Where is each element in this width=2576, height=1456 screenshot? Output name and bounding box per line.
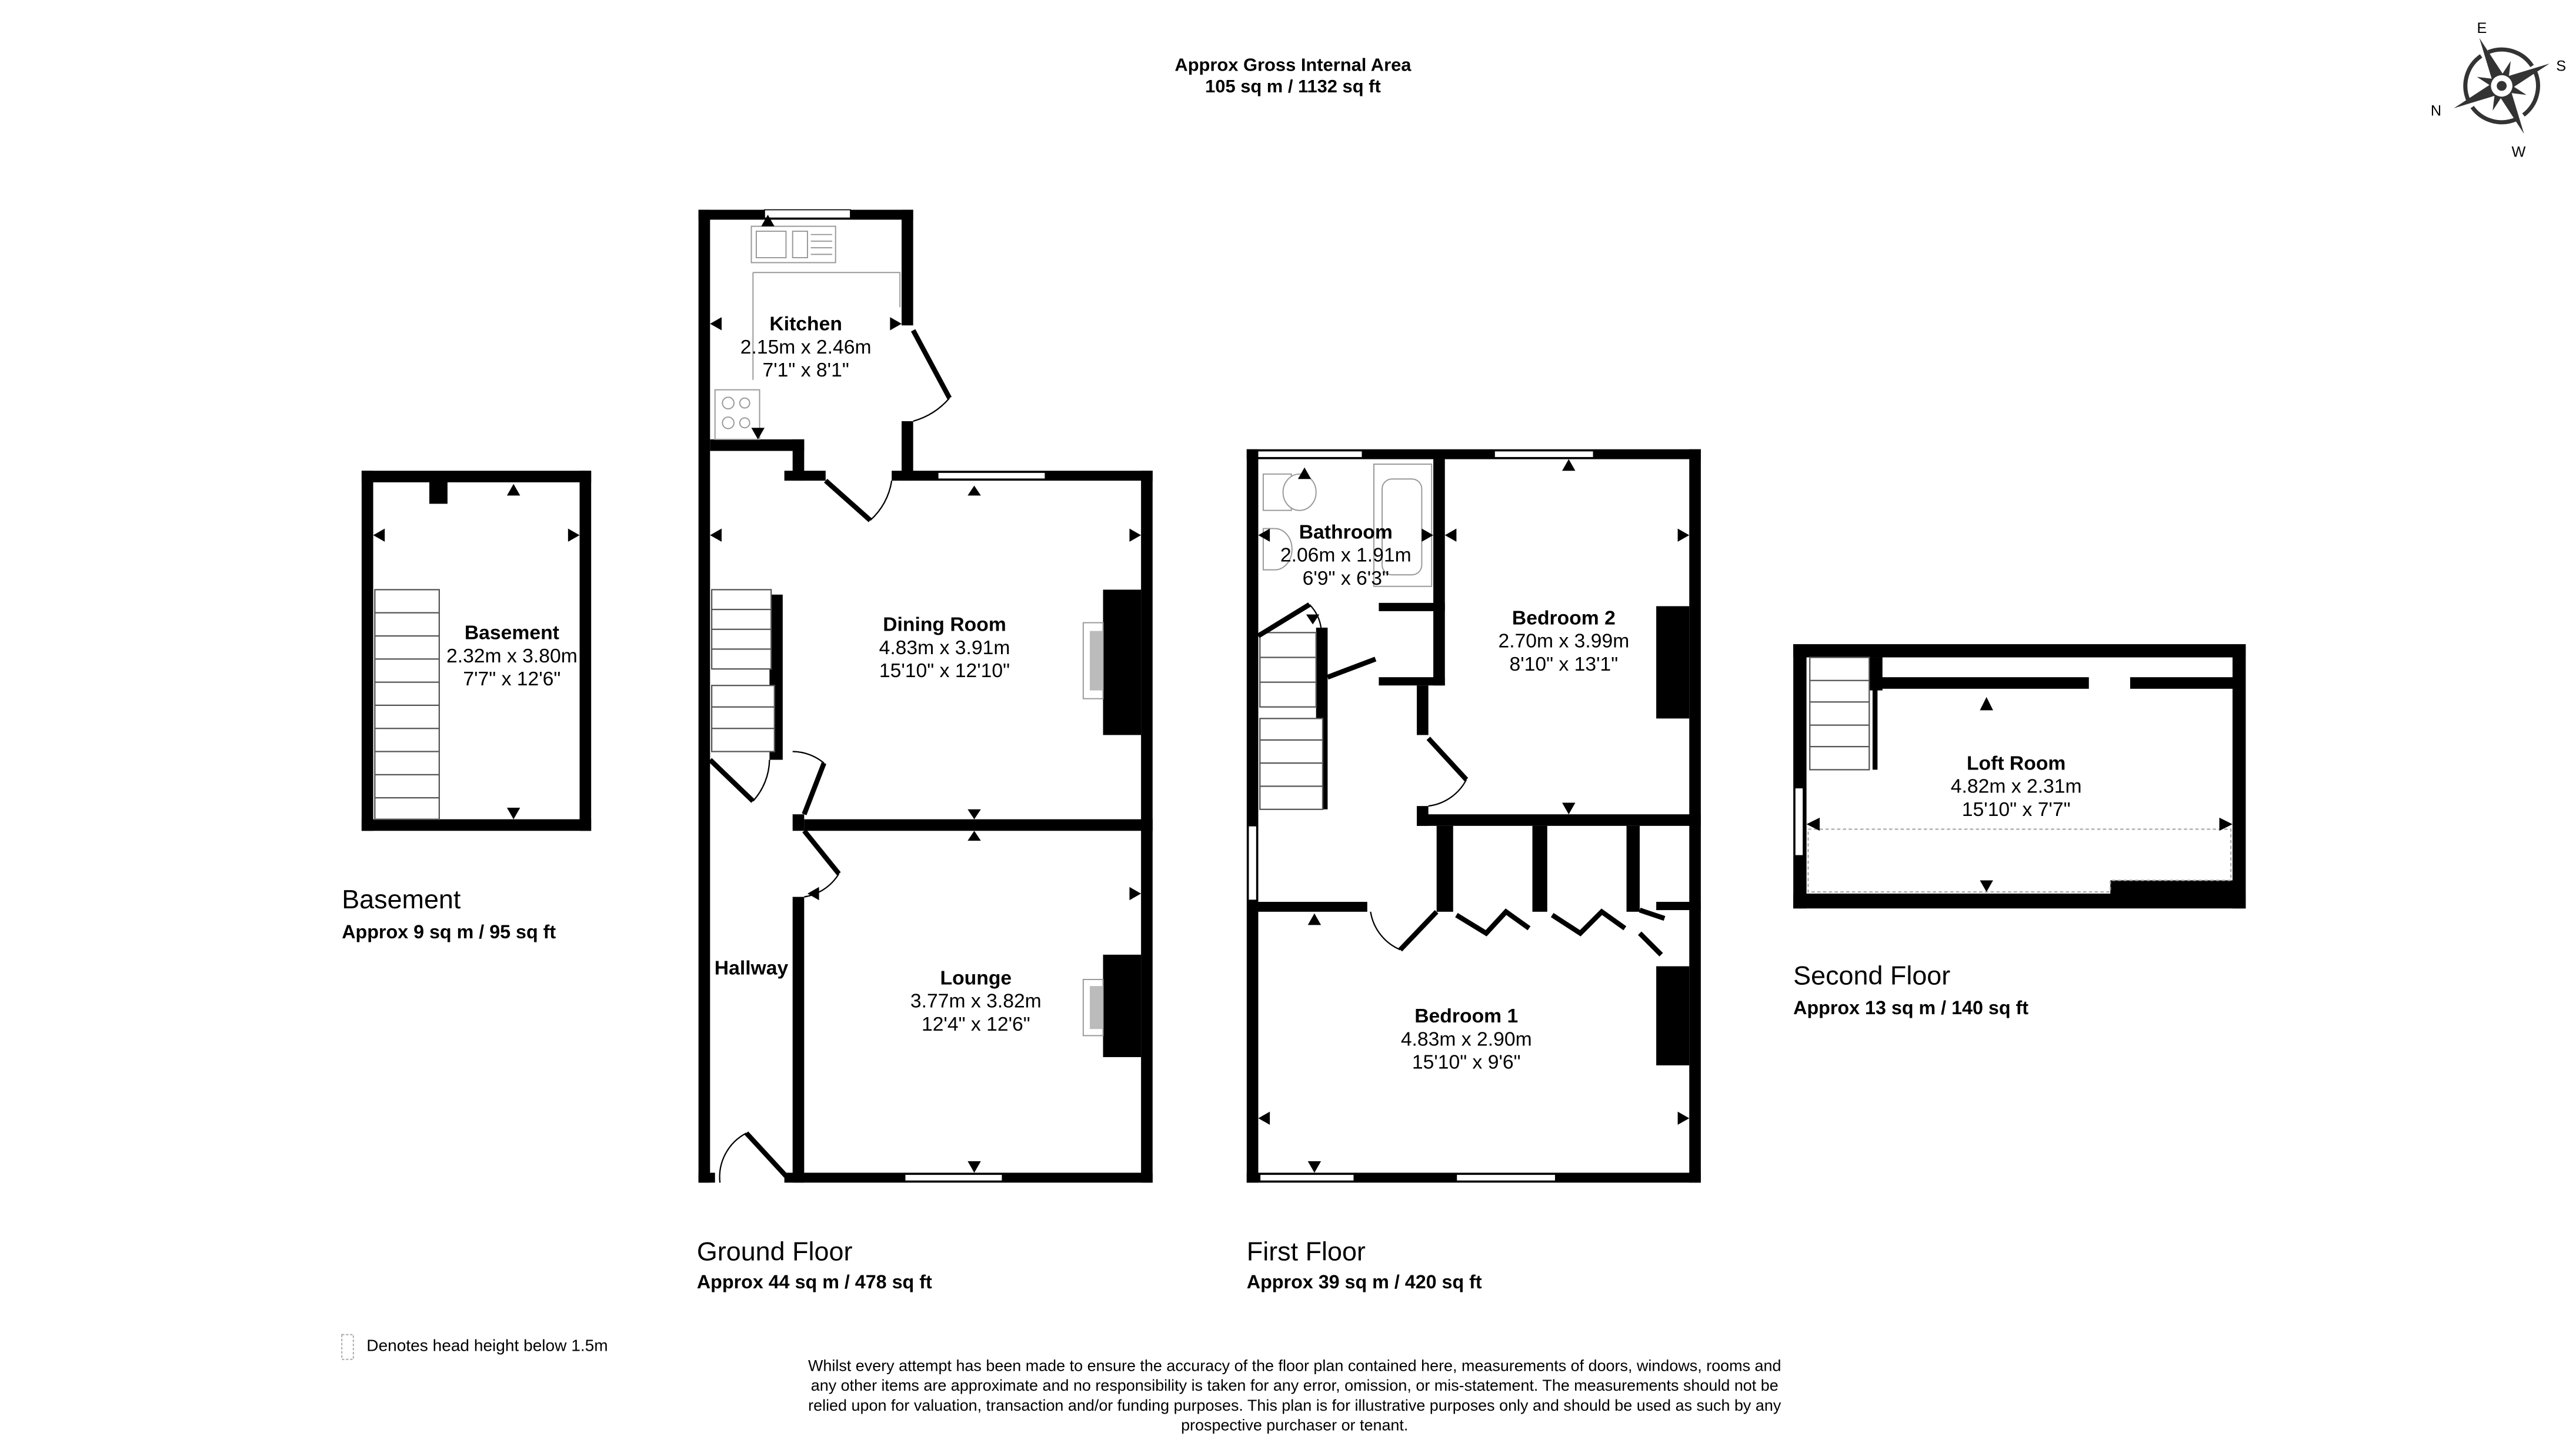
compass-icon [2454, 38, 2550, 134]
low-head-height-area [1807, 828, 2232, 893]
floor-area-first: Approx 39 sq m / 420 sq ft [1247, 1271, 1482, 1292]
floor-label-ground: Ground Floor [697, 1236, 853, 1266]
room-imperial-lounge: 12'4" x 12'6" [922, 1014, 1030, 1035]
room-name-bedroom-1: Bedroom 1 [1414, 1005, 1518, 1027]
room-metric-basement: 2.32m x 3.80m [446, 645, 578, 667]
compass-w: W [2512, 144, 2526, 161]
room-name-loft-room: Loft Room [1967, 752, 2066, 774]
room-name-hallway: Hallway [715, 958, 789, 979]
compass-s: S [2556, 58, 2566, 75]
room-metric-bathroom: 2.06m x 1.91m [1280, 545, 1412, 567]
room-imperial-bedroom-1: 15'10" x 9'6" [1412, 1052, 1521, 1074]
room-name-basement: Basement [465, 622, 559, 644]
room-imperial-bathroom: 6'9" x 6'3" [1303, 568, 1389, 589]
dimension-arrows [1806, 697, 2233, 892]
head-height-legend-text: Denotes head height below 1.5m [366, 1337, 608, 1355]
room-imperial-bedroom-2: 8'10" x 13'1" [1510, 654, 1619, 675]
head-height-legend-swatch [341, 1334, 354, 1360]
gross-area-value: 105 sq m / 1132 sq ft [1205, 76, 1381, 96]
disclaimer-line: any other items are approximate and no r… [811, 1377, 1778, 1394]
compass-n: N [2431, 103, 2441, 119]
stairs [1259, 632, 1324, 810]
gross-area-title: Approx Gross Internal Area [1174, 55, 1412, 75]
room-name-dining-room: Dining Room [883, 614, 1006, 636]
room-metric-bedroom-2: 2.70m x 3.99m [1498, 631, 1629, 652]
room-metric-bedroom-1: 4.83m x 2.90m [1401, 1028, 1532, 1050]
room-imperial-dining-room: 15'10" x 12'10" [879, 660, 1010, 682]
kitchen-fixtures [714, 225, 901, 440]
basement-plan: Basement 2.32m x 3.80m 7'7" x 12'6" [361, 471, 592, 831]
floor-label-basement: Basement [342, 884, 461, 914]
stairs [710, 589, 775, 752]
room-imperial-basement: 7'7" x 12'6" [463, 668, 560, 690]
dimension-arrows [1258, 459, 1690, 1173]
floor-label-first: First Floor [1247, 1236, 1366, 1266]
room-name-bedroom-2: Bedroom 2 [1512, 607, 1616, 629]
bathroom-fixtures [1262, 463, 1433, 587]
second-floor-plan: Loft Room 4.82m x 2.31m 15'10" x 7'7" [1793, 644, 2246, 909]
doors [708, 329, 952, 1183]
room-imperial-loft-room: 15'10" x 7'7" [1962, 799, 2071, 821]
disclaimer-line: Whilst every attempt has been made to en… [808, 1357, 1781, 1374]
floor-area-basement: Approx 9 sq m / 95 sq ft [342, 921, 556, 942]
disclaimer-line: relied upon for valuation, transaction a… [808, 1397, 1781, 1414]
doors [1257, 602, 1666, 957]
stairs [1809, 657, 1870, 771]
floor-area-ground: Approx 44 sq m / 478 sq ft [697, 1271, 932, 1292]
ground-floor-plan: Kitchen 2.15m x 2.46m 7'1" x 8'1" Dining… [698, 209, 1153, 1183]
room-metric-kitchen: 2.15m x 2.46m [740, 336, 872, 358]
floor-area-second: Approx 13 sq m / 140 sq ft [1793, 997, 2028, 1018]
stairs [374, 589, 440, 820]
room-metric-dining-room: 4.83m x 3.91m [879, 637, 1010, 659]
compass-e: E [2477, 20, 2487, 36]
disclaimer-line: prospective purchaser or tenant. [1181, 1416, 1408, 1434]
room-imperial-kitchen: 7'1" x 8'1" [763, 359, 849, 381]
room-metric-lounge: 3.77m x 3.82m [910, 991, 1042, 1012]
room-name-kitchen: Kitchen [769, 314, 842, 335]
room-metric-loft-room: 4.82m x 2.31m [1951, 776, 2082, 798]
dimension-arrows [710, 215, 1142, 1173]
first-floor-plan: Bathroom 2.06m x 1.91m 6'9" x 6'3" Bedro… [1246, 449, 1701, 1183]
room-name-lounge: Lounge [940, 967, 1012, 989]
floor-label-second: Second Floor [1793, 960, 1950, 990]
room-name-bathroom: Bathroom [1299, 521, 1393, 543]
